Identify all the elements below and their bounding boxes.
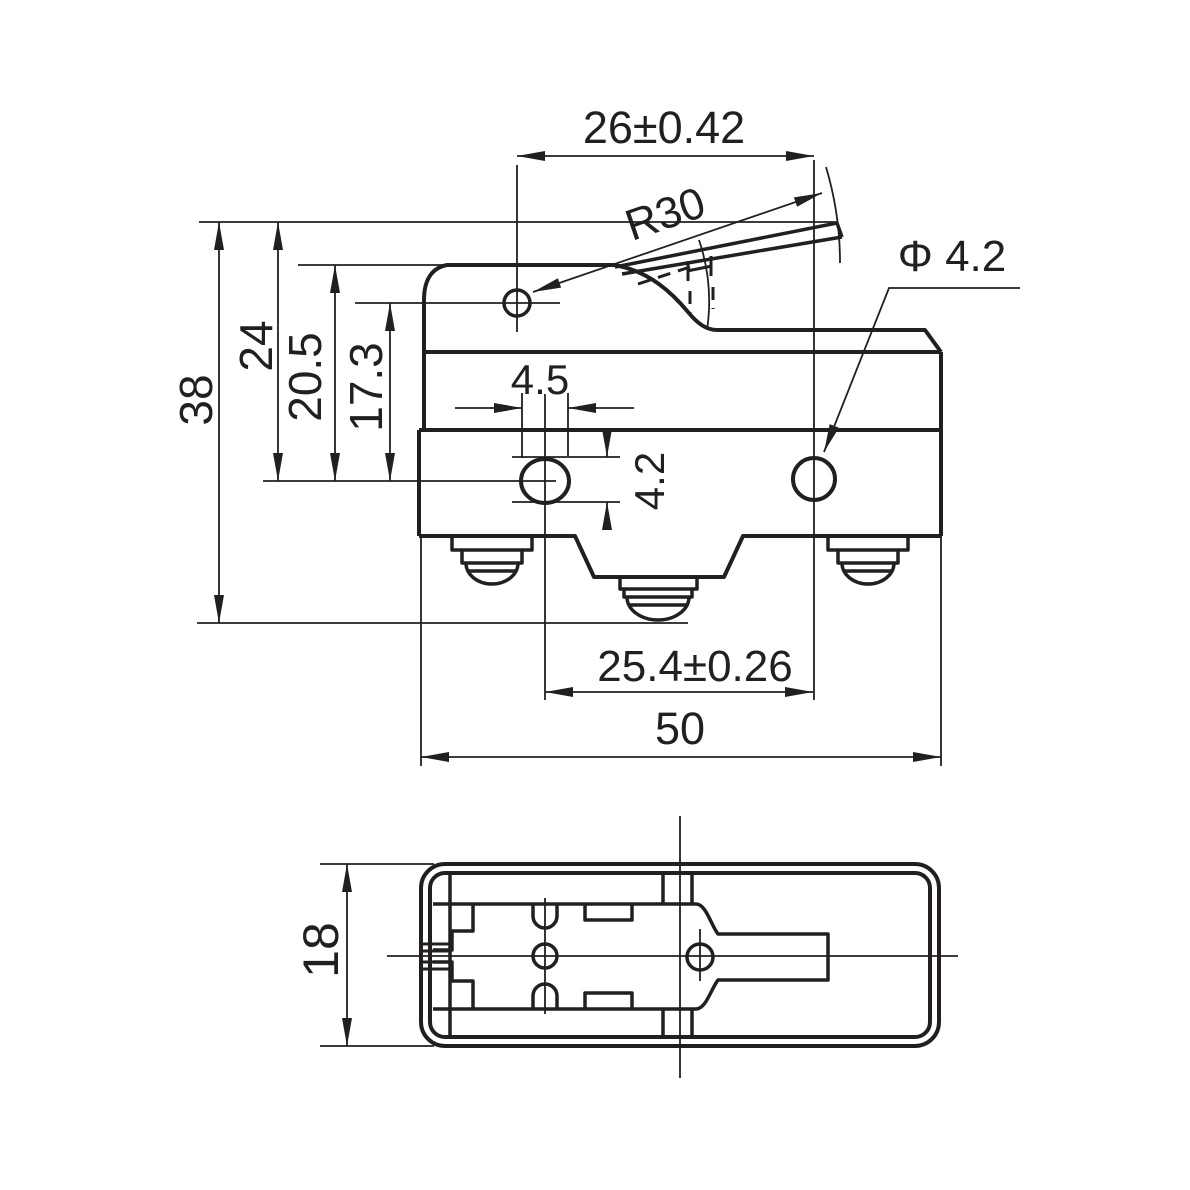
dim-label-24: 24 [230, 320, 282, 371]
dim-label-body-depth: 18 [293, 922, 349, 978]
dim-label-slot-height: 4.2 [626, 452, 673, 510]
front-view: 26±0.42 R30 Φ 4.2 38 24 20.5 17.3 4.5 4.… [170, 102, 1020, 766]
dim-label-lever-radius: R30 [619, 178, 711, 251]
plunger-channel [433, 902, 830, 1011]
switch-body-outline [417, 263, 943, 579]
dim-label-hole-diameter: Φ 4.2 [898, 232, 1007, 281]
left-wall-tab-lower [419, 960, 452, 971]
bottom-view-centerlines [387, 816, 958, 1078]
dim-label-17-3: 17.3 [340, 342, 392, 432]
bottom-internal-details [419, 873, 830, 1037]
bottom-view-dimension: 18 [293, 863, 434, 1047]
dim-label-overall-width: 50 [655, 703, 705, 754]
lever-motion-arc [698, 239, 710, 331]
dim-label-overall-height: 38 [170, 374, 222, 425]
leader-hole-diameter [823, 287, 1020, 453]
center-ribs [661, 873, 694, 1037]
left-wall-tab-upper [419, 942, 452, 953]
dim-label-lever-span: 26±0.42 [583, 102, 745, 153]
terminal-left [450, 536, 534, 586]
dim-label-slot-width: 4.5 [511, 356, 569, 403]
lever-tip-travel-arc [825, 166, 841, 264]
screw-terminals [450, 536, 910, 622]
dim-label-20-5: 20.5 [279, 332, 331, 422]
dimension-lines [214, 151, 1020, 762]
radius-leader-r30 [532, 192, 823, 293]
terminal-right [826, 536, 910, 586]
rail-notches [583, 904, 634, 1009]
terminal-center [618, 577, 699, 622]
dim-label-hole-spacing: 25.4±0.26 [597, 642, 792, 691]
bottom-view: 18 [293, 816, 958, 1078]
dimension-labels: 26±0.42 R30 Φ 4.2 38 24 20.5 17.3 4.5 4.… [170, 102, 1006, 754]
hinge-lever [614, 166, 844, 331]
